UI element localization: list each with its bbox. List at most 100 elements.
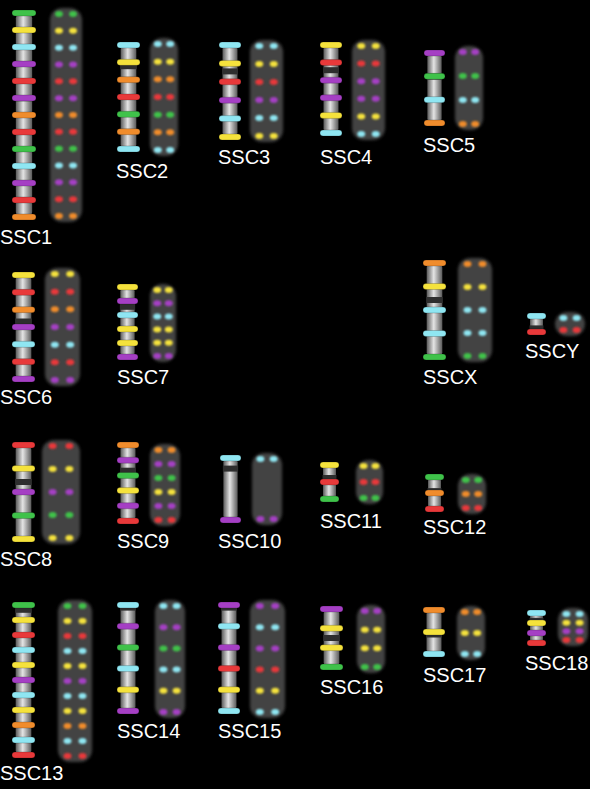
fish-signal xyxy=(49,489,57,495)
fish-signal xyxy=(256,516,264,522)
fish-signal xyxy=(459,121,467,127)
fish-signal xyxy=(576,620,584,626)
fish-signal xyxy=(69,163,77,169)
fish-signal xyxy=(165,353,173,359)
fish-signal xyxy=(51,342,59,348)
probe-band xyxy=(12,129,36,135)
fish-signal xyxy=(371,463,379,469)
chromosome-pair xyxy=(218,600,285,718)
probe-band xyxy=(424,73,445,79)
fish-signal xyxy=(78,723,86,729)
fish-signal xyxy=(154,112,162,118)
fish-signal xyxy=(168,503,176,509)
fish-signal xyxy=(51,306,59,312)
probe-band xyxy=(218,666,240,672)
fish-signal xyxy=(78,618,86,624)
fish-signal xyxy=(256,667,264,673)
probe-band xyxy=(12,442,35,448)
fish-signal xyxy=(154,41,162,47)
fish-signal xyxy=(462,477,470,483)
ideogram-body xyxy=(324,42,339,136)
centromere xyxy=(15,479,32,485)
probe-band xyxy=(12,752,35,758)
probe-band xyxy=(117,488,139,494)
fish-signal xyxy=(373,627,381,633)
probe-band xyxy=(423,331,446,337)
fish-signal xyxy=(361,645,369,651)
fish-signal xyxy=(78,633,86,639)
fish-signal xyxy=(166,41,174,47)
fish-signal xyxy=(462,491,470,497)
fish-signal xyxy=(78,603,86,609)
probe-band xyxy=(117,326,138,332)
fish-signal xyxy=(168,475,176,481)
fish-signal xyxy=(255,43,263,49)
probe-band xyxy=(12,197,36,203)
chromosome-pair xyxy=(117,38,178,156)
fish-signal xyxy=(464,330,472,336)
chromosome-pair xyxy=(527,608,588,646)
fish-signal xyxy=(65,489,73,495)
chromosome-photo xyxy=(50,8,82,222)
fish-signal xyxy=(66,359,74,365)
fish-signal xyxy=(360,495,368,501)
probe-band xyxy=(117,312,138,318)
fish-signal xyxy=(459,49,467,55)
fish-signal xyxy=(478,353,486,359)
probe-band xyxy=(12,289,35,295)
fish-signal xyxy=(55,213,63,219)
chromosome-label: SSC6 xyxy=(0,386,52,408)
fish-signal xyxy=(165,340,173,346)
fish-signal xyxy=(357,78,365,84)
probe-band xyxy=(117,442,139,448)
fish-signal xyxy=(373,645,381,651)
probe-band xyxy=(12,61,36,67)
fish-signal xyxy=(55,196,63,202)
fish-signal xyxy=(372,61,380,67)
fish-signal xyxy=(78,753,86,759)
fish-signal xyxy=(51,289,59,295)
centromere xyxy=(120,304,135,310)
chromosome-label: SSC5 xyxy=(423,134,475,156)
probe-band xyxy=(219,134,241,140)
probe-band xyxy=(423,307,446,313)
fish-signal xyxy=(69,11,77,17)
fish-signal xyxy=(473,651,481,657)
fish-signal xyxy=(372,43,380,49)
chromosome-label: SSC17 xyxy=(423,664,486,686)
fish-signal xyxy=(478,261,486,267)
fish-signal xyxy=(559,315,567,321)
ideogram-body xyxy=(121,442,136,524)
probe-band xyxy=(425,490,444,496)
fish-signal xyxy=(66,377,74,383)
probe-band xyxy=(117,666,139,672)
probe-band xyxy=(424,50,445,56)
fish-signal xyxy=(69,213,77,219)
fish-signal xyxy=(55,45,63,51)
fish-signal xyxy=(49,466,57,472)
fish-signal xyxy=(49,535,57,541)
fish-signal xyxy=(165,287,173,293)
fish-signal xyxy=(51,271,59,277)
fish-signal xyxy=(255,61,263,67)
fish-signal xyxy=(168,447,176,453)
probe-band xyxy=(423,260,446,266)
chromosome-label: SSC12 xyxy=(423,516,486,538)
fish-signal xyxy=(64,663,72,669)
fish-signal xyxy=(474,491,482,497)
fish-signal xyxy=(55,11,63,17)
fish-signal xyxy=(474,505,482,511)
probe-band xyxy=(12,692,35,698)
probe-band xyxy=(12,617,35,623)
chromosome-photo xyxy=(155,600,185,718)
probe-band xyxy=(12,272,35,278)
probe-band xyxy=(12,44,36,50)
probe-band xyxy=(423,651,445,657)
probe-band xyxy=(218,687,240,693)
fish-signal xyxy=(371,479,379,485)
fish-signal xyxy=(65,535,73,541)
probe-band xyxy=(320,645,343,651)
probe-band xyxy=(527,630,546,636)
fish-signal xyxy=(69,196,77,202)
